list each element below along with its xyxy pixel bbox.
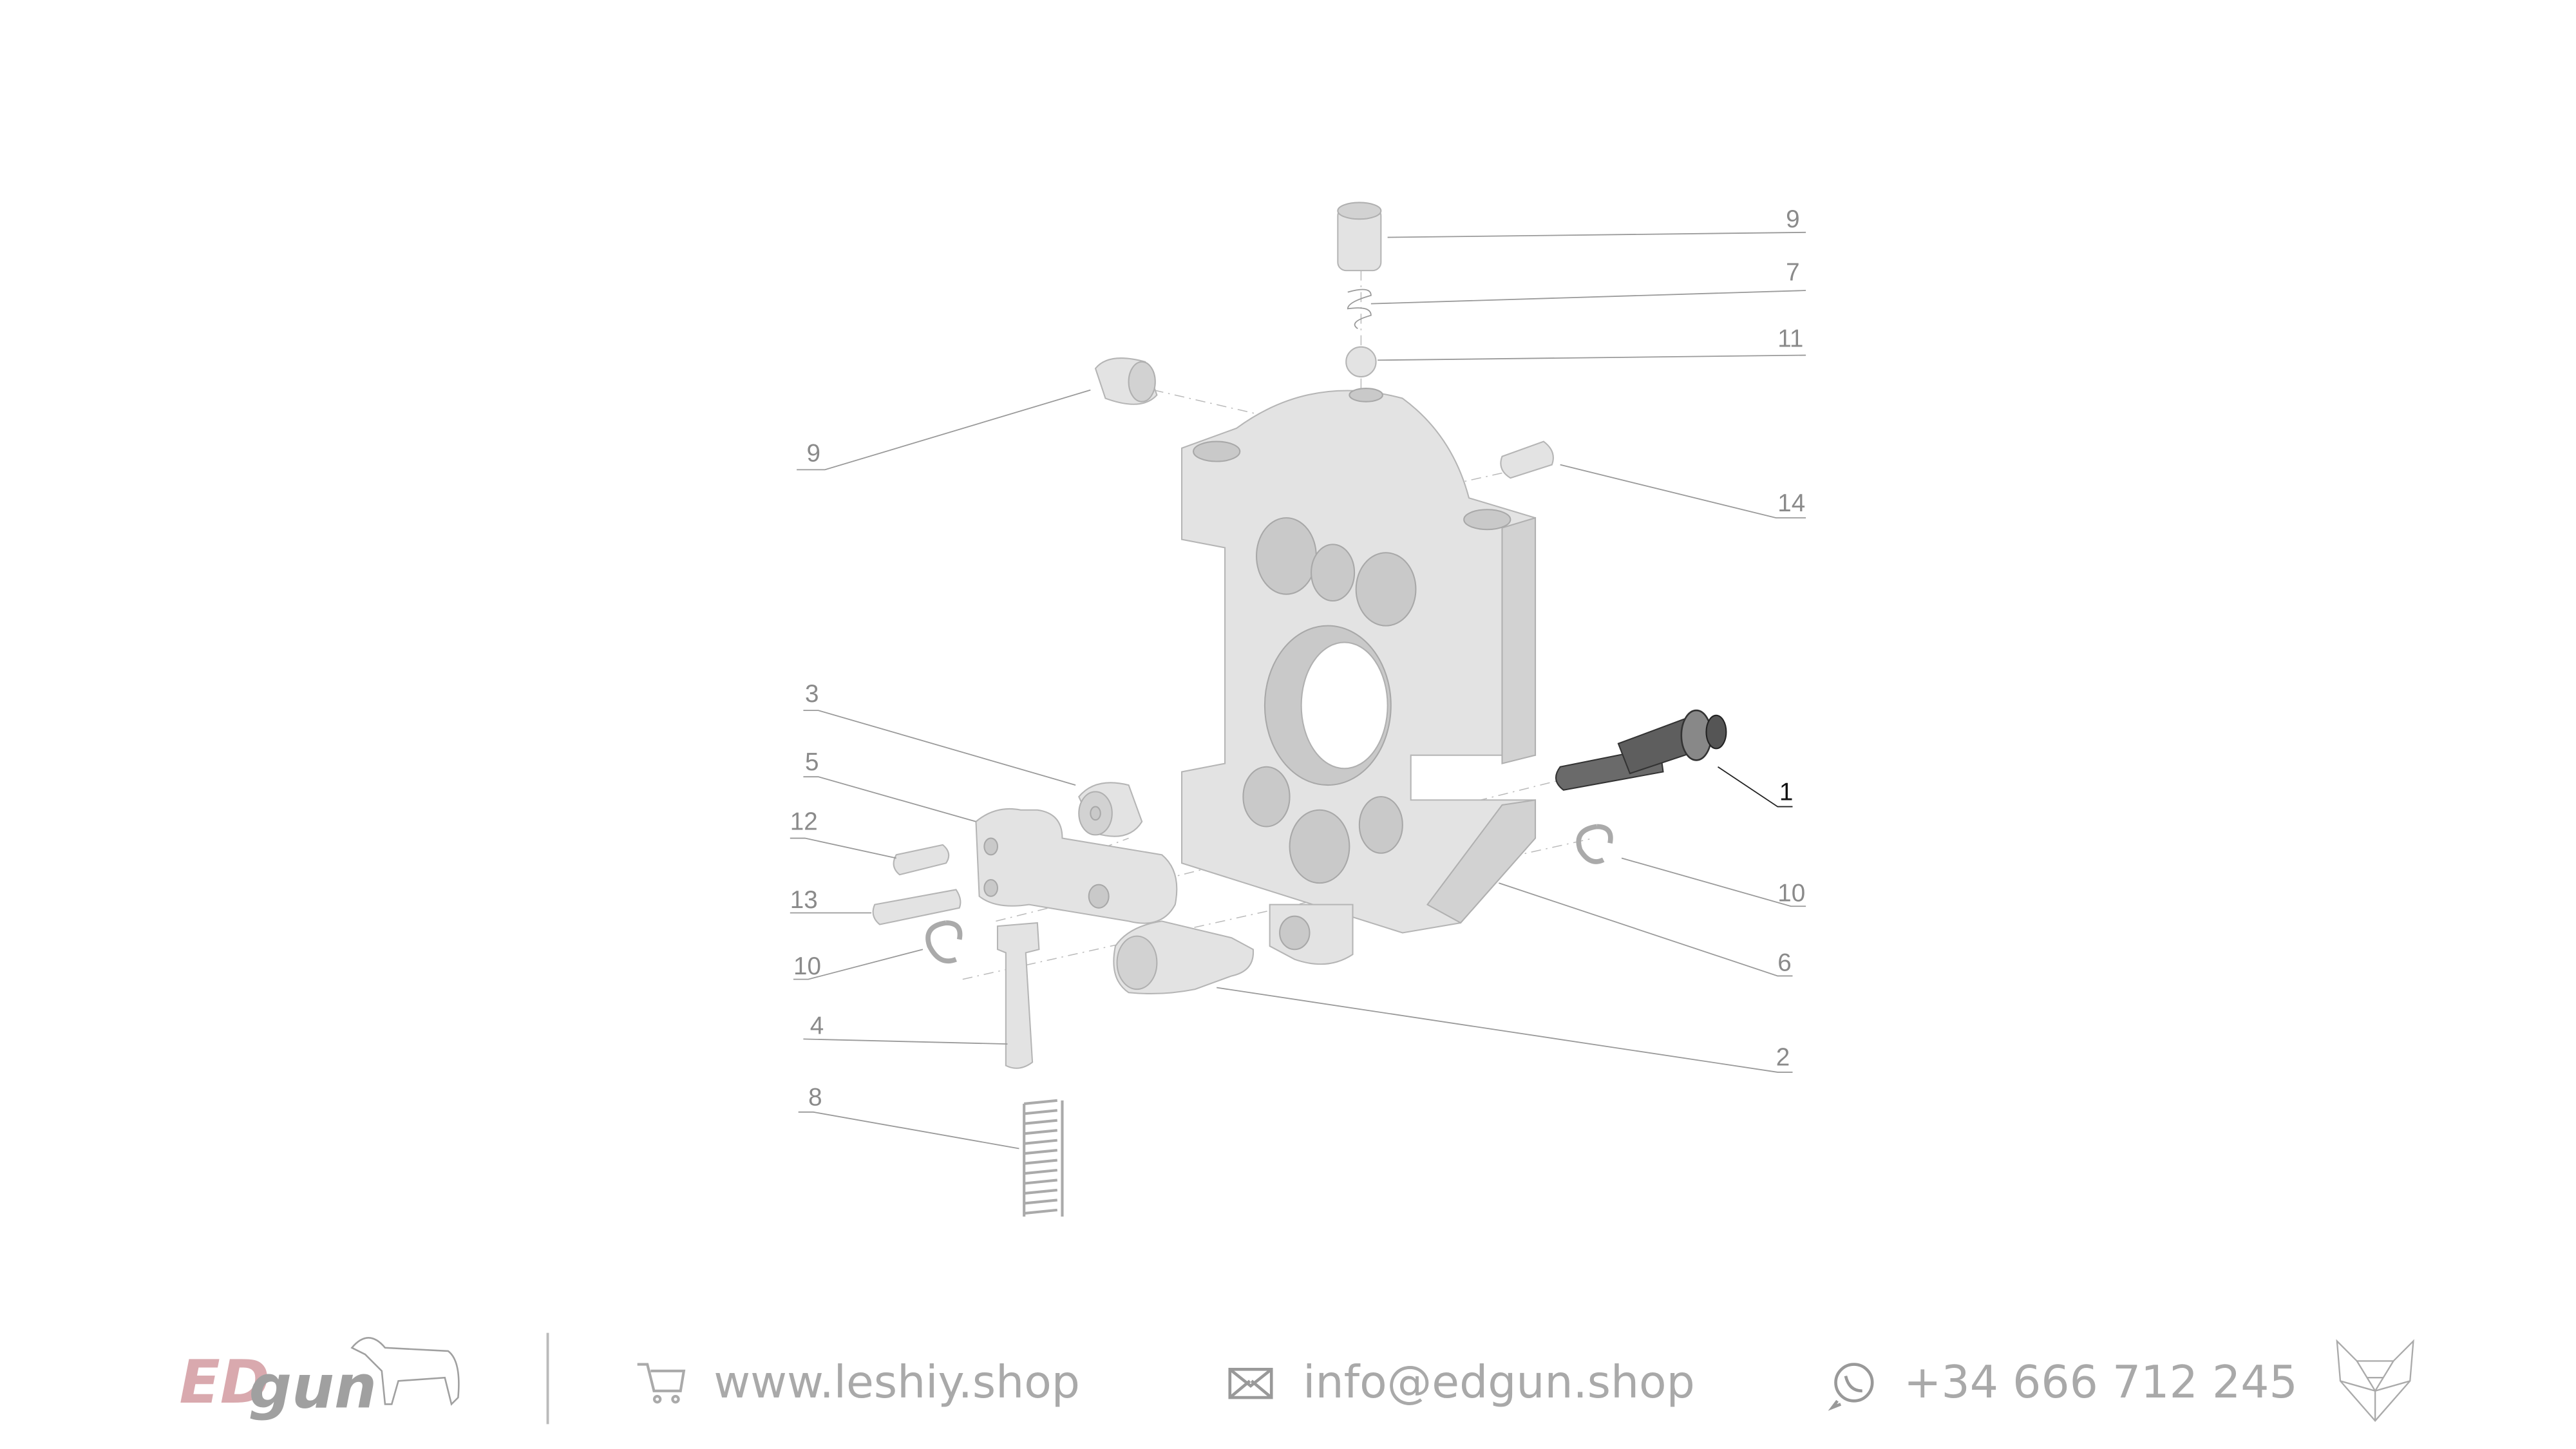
svg-text:3: 3 (805, 680, 819, 708)
svg-text:2: 2 (1776, 1044, 1790, 1072)
cart-icon (637, 1363, 686, 1404)
part-10-left-clip (925, 920, 963, 964)
callout-10-left: 10 (793, 949, 923, 980)
callout-12: 12 (790, 808, 896, 859)
callout-2: 2 (1217, 987, 1793, 1073)
website-link[interactable]: www.leshiy.shop (714, 1356, 1080, 1408)
phone-number[interactable]: +34 666 712 245 (1904, 1356, 2298, 1408)
part-2-block (1113, 920, 1255, 994)
svg-text:gun: gun (249, 1352, 377, 1422)
part-4-pin (996, 922, 1040, 1069)
part-9-top-plug (1337, 202, 1382, 272)
svg-text:1: 1 (1779, 778, 1794, 806)
part-7-spring (1347, 289, 1372, 330)
part-3-roller (1078, 782, 1143, 837)
edgun-logo: ED gun (179, 1337, 460, 1422)
part-1-shaft (1555, 709, 1727, 791)
svg-text:8: 8 (808, 1083, 822, 1111)
callout-1: 1 (1718, 766, 1794, 808)
svg-text:ED: ED (179, 1347, 269, 1417)
part-6-frame-plate (1181, 388, 1537, 965)
callout-11: 11 (1378, 325, 1806, 361)
part-14-pin (1500, 440, 1554, 479)
svg-text:13: 13 (790, 886, 818, 914)
part-8-spring (1023, 1099, 1064, 1217)
part-13-pin (872, 889, 961, 925)
callout-13: 13 (790, 886, 872, 914)
callout-8: 8 (798, 1083, 1019, 1150)
part-12-pin (893, 844, 950, 876)
fox-icon (2336, 1339, 2414, 1422)
part-9-left-plug (1094, 357, 1158, 405)
callout-3: 3 (803, 680, 1076, 786)
part-11-ball (1345, 346, 1377, 378)
callout-9-left: 9 (797, 389, 1091, 471)
callout-10-right: 10 (1621, 857, 1806, 907)
svg-text:9: 9 (1786, 205, 1800, 233)
callout-5: 5 (803, 748, 976, 822)
svg-text:12: 12 (790, 808, 818, 836)
callout-6: 6 (1499, 882, 1793, 977)
part-5-lever (975, 808, 1178, 924)
callout-7: 7 (1370, 259, 1806, 305)
callout-9-top: 9 (1387, 205, 1806, 238)
svg-text:7: 7 (1786, 259, 1800, 287)
svg-text:4: 4 (810, 1012, 824, 1040)
callout-14: 14 (1560, 464, 1806, 519)
envelope-icon (1228, 1367, 1273, 1399)
svg-text:14: 14 (1777, 489, 1805, 517)
footer: ED gun www.leshiy.shop info@edgun.shop +… (179, 1332, 2414, 1425)
whatsapp-icon (1828, 1363, 1874, 1411)
svg-text:6: 6 (1777, 949, 1792, 977)
svg-text:9: 9 (807, 439, 821, 467)
callout-4: 4 (803, 1012, 1008, 1045)
callouts: 9 7 11 9 14 3 5 12 13 10 4 8 1 10 6 (790, 205, 1806, 1150)
svg-text:5: 5 (805, 748, 819, 776)
part-10-right-clip (1576, 824, 1613, 864)
svg-text:10: 10 (1777, 879, 1805, 907)
svg-text:11: 11 (1777, 325, 1803, 353)
svg-text:10: 10 (793, 952, 821, 980)
email-link[interactable]: info@edgun.shop (1303, 1356, 1695, 1408)
dog-icon (350, 1337, 460, 1406)
